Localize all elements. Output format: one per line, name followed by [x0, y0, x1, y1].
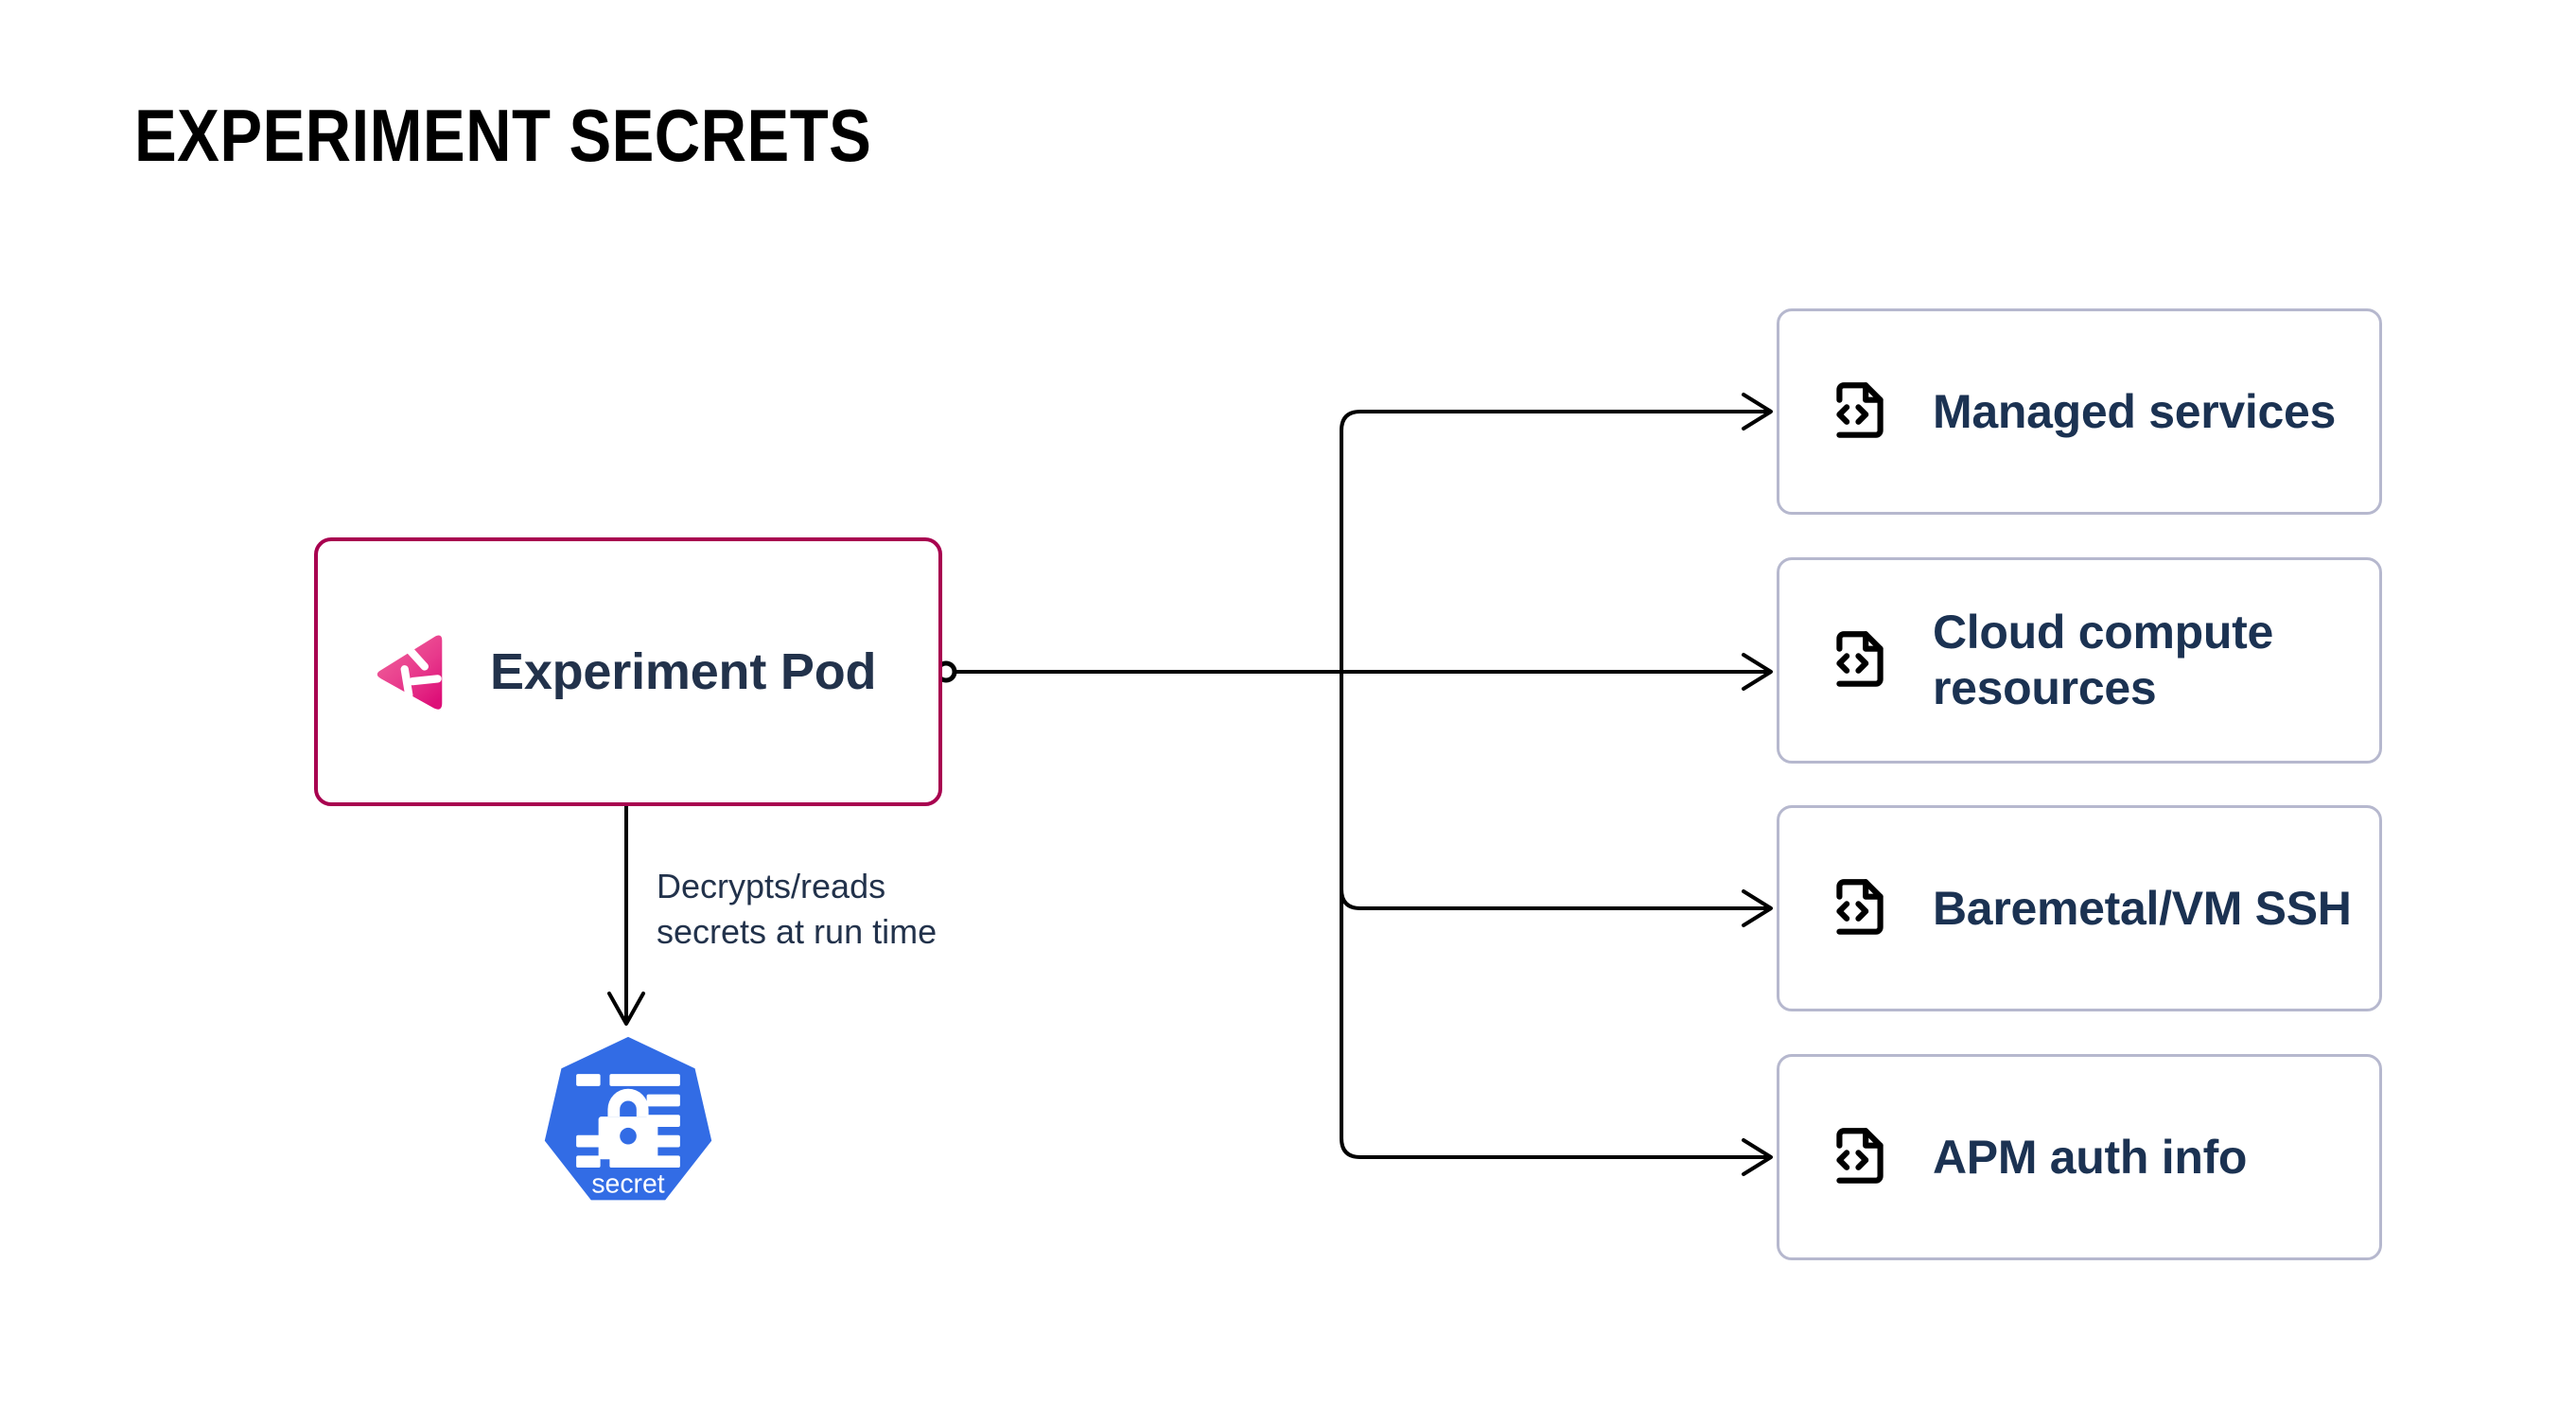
- gremlin-logo: [377, 635, 443, 710]
- edge-to-baremetal-ssh: [1340, 670, 1767, 910]
- card-managed-services[interactable]: Managed services: [1777, 308, 2382, 515]
- code-file-icon: [1836, 1128, 1884, 1184]
- node-experiment-pod[interactable]: Experiment Pod: [314, 537, 942, 806]
- code-file-icon: [1836, 631, 1884, 687]
- edge-to-managed-services: [1340, 410, 1767, 674]
- card-apm-auth-info[interactable]: APM auth info: [1777, 1054, 2382, 1260]
- arrowhead-cloud-compute: [1742, 653, 1773, 691]
- code-file-icon: [1836, 879, 1884, 935]
- node-experiment-pod-label: Experiment Pod: [490, 643, 877, 700]
- kubernetes-secret-icon: secret: [544, 1036, 712, 1201]
- code-file-icon: [1836, 382, 1884, 438]
- node-secret-label: secret: [591, 1169, 664, 1200]
- edge-to-apm-auth: [1340, 670, 1767, 1159]
- page-title: EXPERIMENT SECRETS: [134, 94, 872, 177]
- card-baremetal-vm-ssh-label: Baremetal/VM SSH: [1933, 881, 2352, 935]
- card-cloud-compute-resources-label: Cloud compute resources: [1933, 606, 2273, 714]
- arrowhead-managed-services: [1742, 393, 1773, 431]
- arrowhead-baremetal-ssh: [1742, 889, 1773, 927]
- card-managed-services-label: Managed services: [1933, 384, 2336, 438]
- edge-annotation-line-1: Decrypts/reads: [657, 867, 886, 905]
- edge-annotation-secret: Decrypts/reads secrets at run time: [657, 864, 1054, 955]
- edge-annotation-line-2: secrets at run time: [657, 911, 938, 951]
- arrowhead-apm-auth: [1742, 1138, 1773, 1176]
- card-baremetal-vm-ssh[interactable]: Baremetal/VM SSH: [1777, 805, 2382, 1011]
- card-cloud-compute-resources[interactable]: Cloud compute resources: [1777, 557, 2382, 764]
- node-secret[interactable]: secret: [535, 1031, 721, 1217]
- card-apm-auth-info-label: APM auth info: [1933, 1130, 2248, 1184]
- arrowhead-secret: [607, 992, 645, 1026]
